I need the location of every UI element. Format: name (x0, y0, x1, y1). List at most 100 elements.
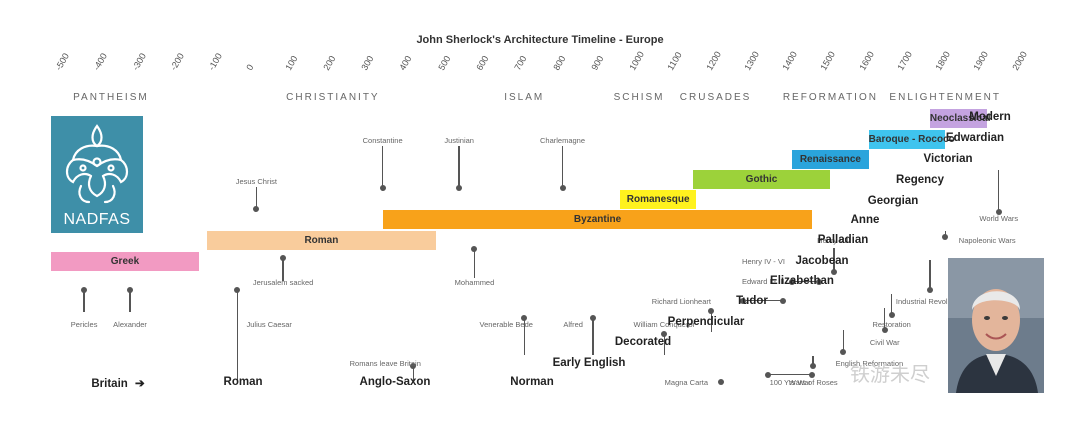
timeline-bar: Romanesque (619, 190, 697, 209)
event-dot (456, 185, 463, 191)
event-dot (718, 379, 725, 385)
event-dot (810, 363, 817, 369)
year-tick-label: 1700 (895, 49, 914, 72)
event-line (998, 170, 1000, 212)
year-tick-label: 0 (244, 62, 256, 72)
timeline-bar: Baroque - Rococo (868, 130, 955, 149)
year-tick-label: -500 (53, 51, 72, 72)
event-dot (127, 287, 134, 293)
year-tick-label: 1900 (971, 49, 991, 72)
logo-ornament-icon (65, 124, 129, 204)
event-label: Justinian (444, 136, 474, 145)
event-line (884, 308, 886, 330)
year-tick-label: 1000 (627, 49, 647, 72)
year-tick-label: 700 (512, 53, 529, 72)
event-line (710, 311, 713, 332)
event-dot (809, 371, 816, 378)
diagram-title: John Sherlock's Architecture Timeline - … (416, 34, 664, 46)
year-tick-label: 100 (282, 53, 300, 72)
british-style-label: Modern (969, 111, 1011, 123)
event-line (255, 187, 258, 209)
event-line (833, 248, 835, 272)
event-label: Civil War (869, 338, 900, 347)
event-dot (410, 363, 417, 369)
event-dot (888, 312, 895, 318)
event-dot (521, 315, 528, 321)
year-tick-label: 1400 (780, 49, 800, 72)
event-line (473, 249, 476, 278)
event-label: Julius Caesar (246, 320, 292, 329)
british-style-label: Decorated (614, 336, 672, 348)
event-dot (926, 287, 933, 293)
year-tick-label: 1600 (856, 49, 876, 72)
event-line (812, 356, 814, 366)
event-line (890, 294, 893, 315)
event-label: William Conqueror (633, 320, 696, 329)
event-dot (280, 255, 287, 261)
british-style-label: Palladian (817, 234, 869, 246)
year-tick-label: 2000 (1010, 49, 1029, 72)
british-style-label: Jacobean (795, 255, 849, 267)
event-label: Henry VIII (817, 236, 851, 245)
event-dot (740, 297, 747, 304)
event-label: Pericles (70, 320, 98, 329)
year-tick-label: 1100 (665, 50, 684, 72)
timeline-bar: Renaissance (792, 150, 869, 169)
year-tick-label: 800 (550, 53, 568, 72)
event-label: World Wars (979, 214, 1019, 223)
event-dot (708, 308, 715, 314)
british-style-label: Edwardian (945, 132, 1005, 144)
event-label: Alfred (563, 320, 583, 329)
event-label: Magna Carta (664, 378, 709, 387)
britain-text: Britain (91, 378, 128, 390)
britain-label: Britain ➔ (91, 376, 144, 390)
event-dot (788, 278, 795, 285)
year-tick-label: -300 (129, 51, 148, 72)
british-style-label: Elizabethan (770, 275, 834, 287)
year-tick-label: 1800 (933, 49, 953, 72)
timeline-bar: Neoclassical (929, 109, 991, 128)
event-label: 100 Yrs War (769, 378, 811, 387)
year-tick-label: -200 (168, 51, 186, 72)
era-label: PANTHEISM (73, 92, 149, 103)
event-label: Alexander (113, 320, 147, 329)
year-tick-label: 300 (359, 53, 376, 72)
event-dot (816, 278, 823, 285)
year-tick-label: 600 (474, 53, 491, 72)
year-tick-label: -400 (91, 51, 110, 72)
event-line (129, 290, 131, 312)
event-dot (661, 331, 668, 337)
event-dot (765, 371, 772, 378)
event-label: Henry IV - VI (742, 257, 785, 266)
event-line (663, 334, 665, 355)
event-dot (830, 269, 837, 275)
era-label: SCHISM (613, 92, 665, 103)
event-label: Constantine (362, 136, 403, 145)
event-line (83, 290, 85, 312)
event-dot (840, 349, 847, 355)
range-line (791, 281, 820, 283)
event-label: Mohammed (454, 278, 495, 287)
year-tick-label: 400 (397, 53, 414, 72)
range-line (743, 300, 784, 302)
era-label: CHRISTIANITY (286, 92, 380, 103)
event-line (592, 318, 594, 355)
event-label: Richard Lionheart (651, 297, 711, 306)
event-label: Venerable Bede (479, 320, 533, 329)
event-label: Napoleonic Wars (958, 236, 1016, 245)
event-line (381, 146, 384, 188)
year-tick-label: 1500 (818, 49, 838, 72)
timeline-bar: Greek (51, 252, 199, 271)
era-label: ISLAM (504, 92, 545, 103)
range-line (768, 374, 813, 376)
event-line (842, 330, 845, 352)
event-label: Wars of Roses (788, 378, 838, 387)
event-label: Restoration (872, 320, 911, 329)
era-label: CRUSADES (679, 92, 752, 103)
event-line (282, 258, 284, 281)
event-label: Edward I - III (741, 277, 785, 286)
event-label: Jerusalem sacked (252, 278, 314, 287)
british-style-label: Victorian (923, 153, 973, 165)
british-style-label: Tudor (736, 295, 768, 307)
